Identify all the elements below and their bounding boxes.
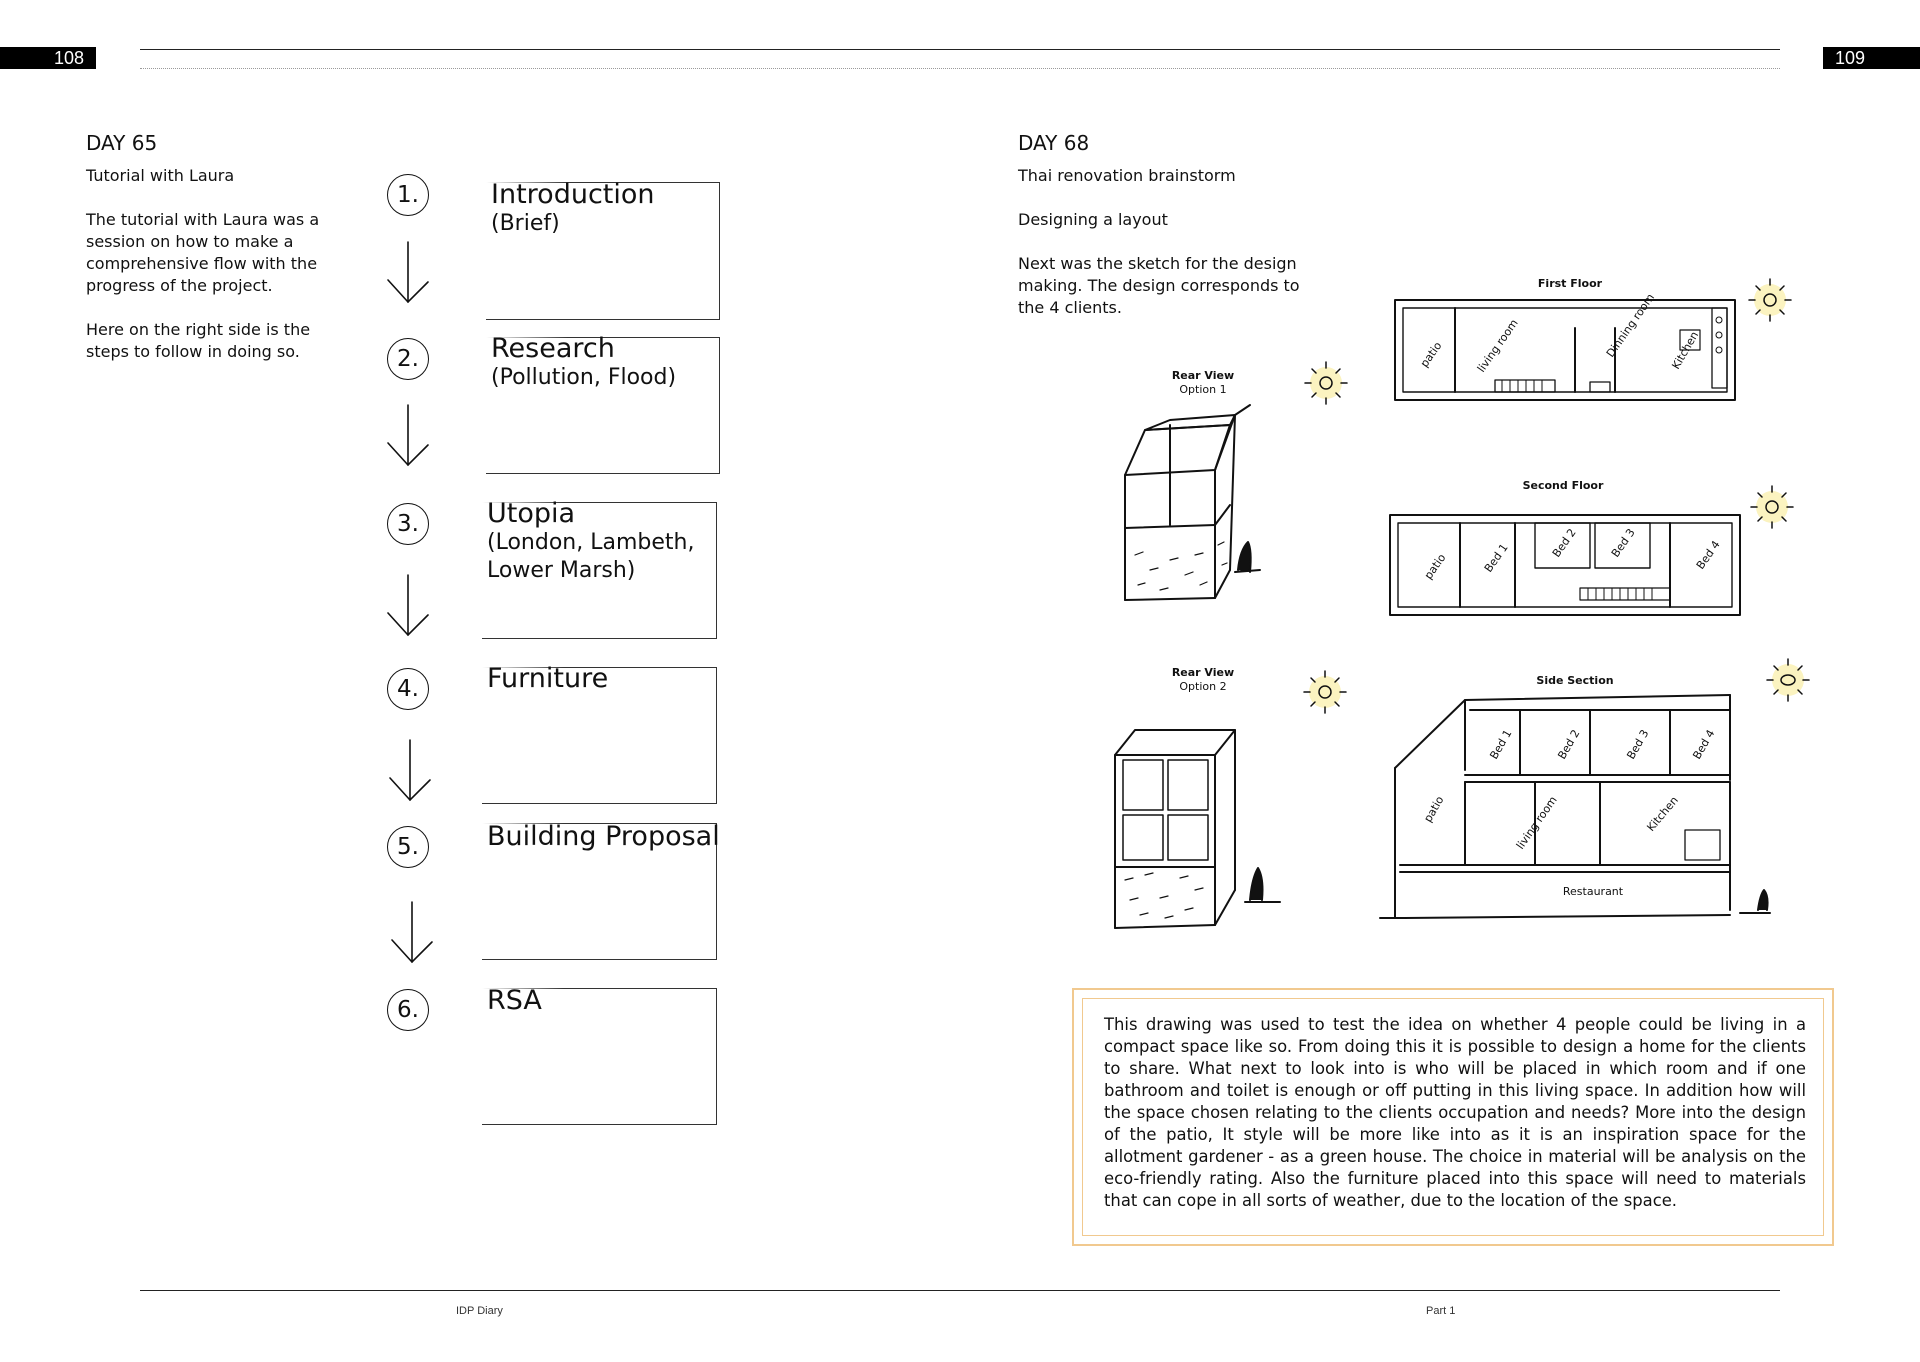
step-2-box [486, 337, 720, 474]
sf-room-patio: patio [1422, 551, 1449, 581]
footer-rule [140, 1290, 1780, 1291]
note-box-inner-border [1082, 998, 1824, 1236]
day-65-subtitle: Tutorial with Laura [86, 166, 235, 185]
rear-view-2-option: Option 2 [1179, 680, 1226, 693]
arrow-down-icon-3 [387, 574, 429, 637]
flow-arrows [387, 241, 433, 964]
step-3-title: Utopia [487, 498, 576, 529]
step-6-title: RSA [487, 985, 542, 1016]
day-68-text: Thai renovation brainstorm Designing a l… [1018, 165, 1303, 341]
day-68-title: DAY 68 [1018, 131, 1090, 155]
arrow-down-icon-4 [389, 739, 431, 802]
step-3-subtitle: (London, Lambeth, Lower Marsh) [487, 530, 695, 583]
second-floor-title: Second Floor [1523, 479, 1604, 492]
step-2-title: Research [491, 333, 615, 364]
sun-icon-4 [1303, 670, 1347, 714]
rear-view-1-drawing: Rear View Option 1 [1124, 369, 1261, 601]
step-1-title: Introduction [491, 179, 655, 210]
rear-view-2-title: Rear View [1172, 666, 1234, 679]
step-6-number: 6. [387, 989, 429, 1031]
sun-icon-1 [1304, 361, 1348, 405]
rear-view-1-option: Option 1 [1179, 383, 1226, 396]
step-5-number: 5. [387, 826, 429, 868]
day-65-paragraph2: Here on the right side is the steps to f… [86, 320, 311, 361]
arrow-down-icon-5 [391, 901, 433, 964]
first-floor-plan: First Floor patio living room Dinning ro… [1394, 277, 1736, 401]
step-2-number: 2. [387, 338, 429, 380]
day-68-line2: Designing a layout [1018, 210, 1168, 229]
step-1-box [486, 182, 720, 320]
ss-upper-bed4: Bed 4 [1690, 727, 1717, 761]
arrow-down-icon-1 [387, 241, 429, 304]
step-4-box [482, 667, 717, 804]
day-65-text: Tutorial with Laura The tutorial with La… [86, 165, 358, 385]
rear-view-2-drawing: Rear View Option 2 [1114, 666, 1281, 929]
ss-upper-bed2: Bed 2 [1555, 727, 1582, 761]
day-68-paragraph: Next was the sketch for the design makin… [1018, 254, 1300, 317]
note-text: This drawing was used to test the idea o… [1104, 1015, 1806, 1210]
ff-room-living: living room [1475, 317, 1521, 375]
sun-icon-2 [1748, 278, 1792, 322]
day-65-title: DAY 65 [86, 131, 158, 155]
step-1-number: 1. [387, 174, 429, 216]
side-section-drawing: Side Section Bed 1 Bed 2 Bed 3 [1379, 674, 1771, 919]
first-floor-title: First Floor [1538, 277, 1603, 290]
sun-icon-3 [1750, 485, 1794, 529]
step-6-box [482, 988, 717, 1125]
step-1-subtitle: (Brief) [491, 211, 560, 236]
sun-icon-5 [1766, 658, 1810, 702]
ss-lower-patio: patio [1421, 794, 1446, 825]
ss-upper-bed3: Bed 3 [1624, 727, 1651, 761]
step-4-title: Furniture [487, 663, 609, 694]
page-number-left-text: 108 [53, 48, 84, 68]
step-5-box [482, 823, 717, 960]
sf-room-bed4: Bed 4 [1694, 538, 1723, 572]
step-5-title: Building Proposal [487, 821, 720, 852]
second-floor-plan: Second Floor patio Bed 1 Bed 2 Bed 3 Bed… [1389, 479, 1741, 616]
page-number-left: 108 [0, 47, 96, 69]
sf-room-bed2: Bed 2 [1550, 526, 1579, 560]
arrow-down-icon-2 [387, 404, 429, 467]
ss-ground-restaurant: Restaurant [1563, 885, 1624, 898]
sf-room-bed1: Bed 1 [1482, 541, 1511, 575]
header-dotted-rule [140, 68, 1780, 69]
footer-left: IDP Diary [456, 1305, 503, 1317]
ss-lower-living: living room [1514, 794, 1560, 852]
ff-room-patio: patio [1418, 339, 1445, 369]
side-section-title: Side Section [1536, 674, 1613, 687]
day-68-subtitle: Thai renovation brainstorm [1018, 166, 1236, 185]
day-65-paragraph1: The tutorial with Laura was a session on… [86, 210, 320, 295]
rear-view-1-title: Rear View [1172, 369, 1234, 382]
page-number-right-text: 109 [1835, 48, 1866, 68]
sf-room-bed3: Bed 3 [1609, 526, 1638, 560]
step-3-number: 3. [387, 503, 429, 545]
step-3-box [482, 502, 717, 639]
header-rule [140, 49, 1780, 50]
footer-right: Part 1 [1426, 1305, 1456, 1317]
step-2-subtitle: (Pollution, Flood) [491, 365, 677, 390]
ss-lower-kitchen: Kitchen [1644, 794, 1681, 834]
step-4-number: 4. [387, 668, 429, 710]
note-box: This drawing was used to test the idea o… [1072, 988, 1834, 1246]
ff-room-dinning: Dinning room [1604, 291, 1657, 359]
page-number-right: 109 [1823, 47, 1920, 69]
ss-upper-bed1: Bed 1 [1487, 727, 1514, 761]
layout-sketch: Rear View Option 1 [1114, 277, 1810, 929]
